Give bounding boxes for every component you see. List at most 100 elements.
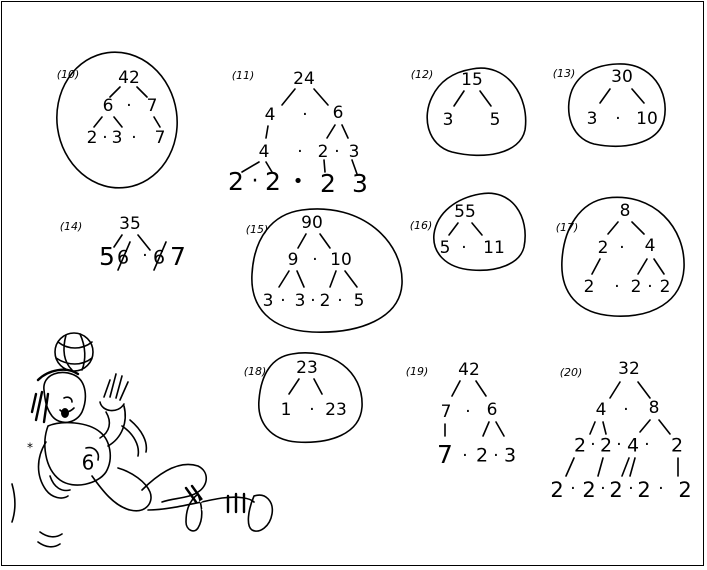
- dot-operator: ·: [615, 109, 620, 129]
- factor-node: 2: [320, 169, 336, 198]
- factor-node: 2: [637, 478, 650, 502]
- circle-mark: [252, 209, 402, 332]
- problem-17: (17) 8 2 · 4 2 · 2 · 2: [556, 197, 684, 316]
- dot-operator: ·: [647, 277, 652, 297]
- problem-19: (19) 42 7 · 6 7 · 2 · 3: [406, 360, 516, 469]
- dot-operator: ·: [310, 291, 315, 311]
- factor-node: 24: [293, 69, 315, 89]
- factor-node: 55: [454, 202, 476, 222]
- factor-node: 10: [636, 109, 658, 129]
- dot-operator: ·: [302, 105, 307, 125]
- factor-node: 42: [118, 68, 140, 88]
- factor-node: 2: [265, 167, 281, 196]
- factor-node: 8: [620, 201, 631, 221]
- problem-13: (13) 30 3 · 10: [553, 64, 665, 146]
- factor-node: 7: [170, 242, 186, 271]
- problem-11: (11) 24 4 · 6 4 · 2 · 3 2 · 2 • 2 3: [228, 69, 368, 198]
- factor-node: 2: [476, 445, 488, 467]
- dot-operator: ·: [334, 142, 339, 162]
- factor-node: 2: [582, 478, 595, 502]
- factor-node: 6: [487, 400, 498, 420]
- dot-operator: ·: [493, 446, 498, 466]
- dot-operator: ·: [142, 246, 147, 266]
- dot-operator: ·: [461, 238, 466, 258]
- factor-node: 2: [318, 142, 329, 162]
- factor-node: 32: [618, 359, 640, 379]
- factor-node: 23: [325, 400, 347, 420]
- problem-number: (14): [60, 220, 83, 233]
- dot-operator: ·: [658, 479, 663, 499]
- factor-node: 23: [296, 358, 318, 378]
- problem-number: (19): [406, 365, 429, 378]
- problem-number: (20): [560, 366, 583, 379]
- star-mark: *: [27, 441, 33, 455]
- dot-operator: ·: [619, 238, 624, 258]
- dot-operator: ·: [297, 142, 302, 162]
- factor-node: 8: [649, 398, 660, 418]
- dot-operator: ·: [309, 400, 314, 420]
- factor-node: 2: [631, 277, 642, 297]
- dot-operator: ·: [126, 96, 131, 116]
- factor-node: 3: [112, 128, 123, 148]
- problem-number: (15): [246, 223, 269, 236]
- factor-node: 3: [295, 291, 306, 311]
- dot-operator: ·: [570, 479, 575, 499]
- problem-15: (15) 90 9 · 10 3 · 3 · 2 · 5: [246, 209, 402, 332]
- factor-node: 2: [87, 128, 98, 148]
- dot-operator: ·: [623, 400, 628, 420]
- factor-node: 30: [611, 67, 633, 87]
- dot-operator: ·: [628, 479, 633, 499]
- problem-16: (16) 55 5 · 11: [410, 193, 525, 270]
- factor-node: 1: [281, 400, 292, 420]
- dot-operator: ·: [280, 291, 285, 311]
- factor-node: 5: [490, 110, 501, 130]
- factor-node: 11: [483, 238, 505, 258]
- factor-node: 7: [155, 128, 166, 148]
- dot-operator: ·: [131, 128, 136, 148]
- factor-node: 42: [458, 360, 480, 380]
- factor-node: 4: [627, 435, 639, 457]
- dot-operator: ·: [337, 291, 342, 311]
- factor-node: 3: [349, 142, 360, 162]
- factor-node: 3: [587, 109, 598, 129]
- problem-number: (10): [57, 68, 80, 81]
- factor-node: 2: [320, 291, 331, 311]
- factor-node: 6: [103, 96, 114, 116]
- factor-node: 5: [440, 238, 451, 258]
- factor-node: 90: [301, 213, 323, 233]
- dot-operator: ·: [616, 435, 621, 455]
- factor-node: 3: [352, 169, 368, 198]
- factor-node: 4: [596, 400, 607, 420]
- factor-node: 2: [598, 238, 609, 258]
- factor-node: 5: [354, 291, 365, 311]
- factor-node: 6: [333, 103, 344, 123]
- problem-number: (16): [410, 219, 433, 232]
- factor-node: 15: [461, 70, 483, 90]
- factor-node: 3: [263, 291, 274, 311]
- dot-operator: ·: [600, 479, 605, 499]
- factor-node: 9: [288, 250, 299, 270]
- problem-number: (11): [232, 69, 255, 82]
- dot-operator: ·: [252, 169, 259, 194]
- worksheet-canvas: (10) 42 6 · 7 2 · 3 · 7 (11) 24 4 · 6 4 …: [2, 2, 703, 565]
- basketball-player-illustration: 6 *: [12, 333, 272, 547]
- dot-operator: ·: [465, 402, 470, 422]
- factor-node: 7: [437, 440, 453, 469]
- factor-node: 3: [443, 110, 454, 130]
- factor-node: 10: [330, 250, 352, 270]
- dot-operator: ·: [312, 250, 317, 270]
- dot-operator: ·: [102, 128, 107, 148]
- problem-number: (17): [556, 221, 579, 234]
- factor-node: 2: [660, 277, 671, 297]
- problem-20: (20) 32 4 · 8 2 · 2 · 4 · 2 2 · 2 · 2 · …: [550, 359, 691, 502]
- factor-node: 2: [609, 478, 622, 502]
- factor-node: 4: [645, 236, 656, 256]
- dot-operator: ·: [462, 446, 467, 466]
- dot-operator: •: [293, 171, 304, 192]
- problem-14: (14) 35 5 6 · 6 7: [60, 214, 186, 271]
- jersey-number: 6: [82, 451, 95, 475]
- factor-node: 2: [574, 435, 586, 457]
- factor-node: 2: [228, 167, 244, 196]
- factor-node: 35: [119, 214, 141, 234]
